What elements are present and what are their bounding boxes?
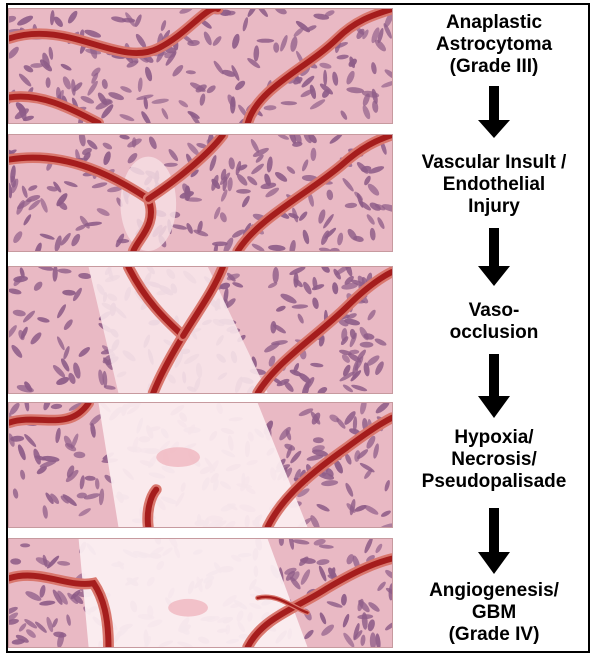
histology-illustration-2: [9, 135, 392, 251]
caption-line: Injury: [398, 196, 590, 218]
caption-line: Vaso-: [398, 300, 590, 322]
stage-caption-hypoxia-necrosis: Hypoxia/ Necrosis/ Pseudopalisade: [398, 427, 590, 493]
panel-hypoxia-necrosis: [8, 402, 393, 528]
down-arrow-icon: [478, 508, 510, 574]
caption-line: occlusion: [398, 322, 590, 344]
panel-anaplastic-astrocytoma: [8, 8, 393, 124]
caption-line: Pseudopalisade: [398, 471, 590, 493]
stage-caption-vaso-occlusion: Vaso- occlusion: [398, 300, 590, 344]
caption-line: Angiogenesis/: [398, 580, 590, 602]
stage-caption-vascular-insult: Vascular Insult / Endothelial Injury: [398, 152, 590, 218]
stage-caption-anaplastic-astrocytoma: Anaplastic Astrocytoma (Grade III): [398, 12, 590, 78]
panel-angiogenesis-gbm: [8, 538, 393, 648]
down-arrow-icon: [478, 354, 510, 418]
stage-caption-angiogenesis-gbm: Angiogenesis/ GBM (Grade IV): [398, 580, 590, 646]
caption-line: Anaplastic: [398, 12, 590, 34]
down-arrow-icon: [478, 228, 510, 286]
caption-line: Hypoxia/: [398, 427, 590, 449]
caption-line: GBM: [398, 602, 590, 624]
caption-line: Vascular Insult /: [398, 152, 590, 174]
histology-illustration-4: [9, 403, 392, 527]
down-arrow-icon: [478, 86, 510, 138]
panel-vaso-occlusion: [8, 266, 393, 394]
histology-illustration-5: [9, 539, 392, 647]
caption-line: (Grade III): [398, 56, 590, 78]
caption-line: (Grade IV): [398, 624, 590, 646]
caption-line: Necrosis/: [398, 449, 590, 471]
caption-line: Astrocytoma: [398, 34, 590, 56]
histology-illustration-1: [9, 9, 392, 123]
panel-vascular-insult: [8, 134, 393, 252]
caption-line: Endothelial: [398, 174, 590, 196]
histology-illustration-3: [9, 267, 392, 393]
